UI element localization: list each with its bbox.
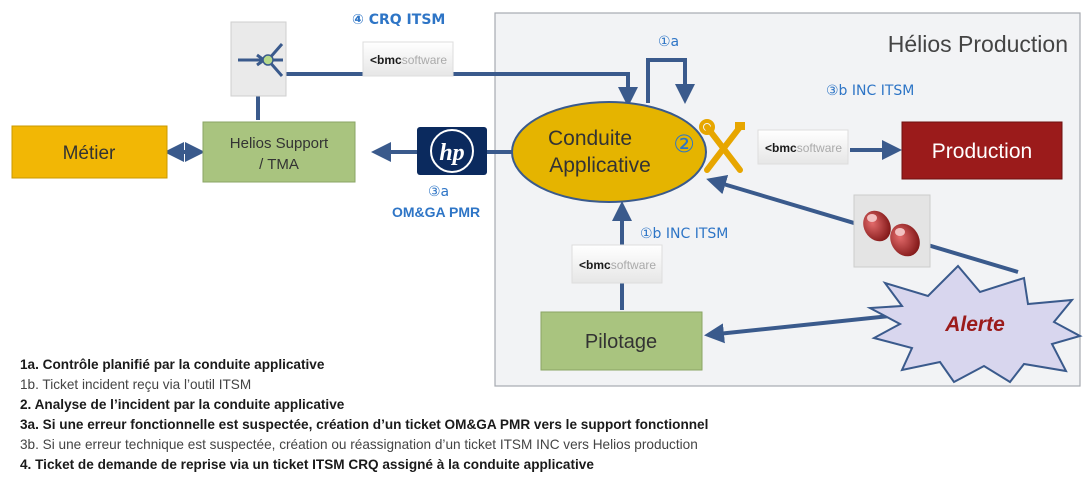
legend-item: 4. Ticket de demande de reprise via un t…: [20, 457, 594, 472]
legend-list: 1a. Contrôle planifié par la conduite ap…: [20, 355, 1080, 475]
tools-icon: [699, 119, 745, 173]
production-box: [901, 121, 1063, 180]
hp-logo: hp: [417, 127, 487, 175]
label-inc-to-production: ③b INC ITSM: [826, 83, 914, 99]
bmc-logo-production: <bmcsoftware: [757, 129, 849, 165]
hp-logo-text: hp: [439, 140, 464, 166]
label-crq-itsm: ④ CRQ ITSM: [352, 12, 445, 28]
legend-item: 2. Analyse de l’incident par la conduite…: [20, 397, 345, 412]
legend-item: 1b. Ticket incident reçu via l’outil ITS…: [20, 377, 252, 392]
bmc-logo-pilotage: <bmcsoftware: [571, 244, 663, 284]
pilotage-box: [540, 311, 703, 371]
support-box: [202, 121, 356, 183]
bmc-logo-crq: <bmcsoftware: [362, 41, 454, 77]
pilotage-label: Pilotage: [585, 331, 657, 353]
svg-text:<bmcsoftware: <bmcsoftware: [765, 141, 842, 155]
arrow-self-loop: [646, 58, 695, 104]
conduite-label-line1: Conduite: [548, 127, 632, 150]
svg-text:<bmcsoftware: <bmcsoftware: [370, 53, 447, 67]
legend-item: 3b. Si une erreur technique est suspecté…: [20, 437, 698, 452]
legend-item: 3a. Si une erreur fonctionnelle est susp…: [20, 417, 709, 432]
metier-box: [11, 125, 168, 179]
label-hp-marker: ③a: [428, 184, 449, 200]
label-self-loop: ①a: [658, 34, 679, 50]
label-inc-from-pilotage: ①b INC ITSM: [640, 226, 728, 242]
support-label-line2: / TMA: [259, 156, 299, 173]
router-icon: [230, 21, 287, 97]
alerte-label: Alerte: [944, 313, 1005, 336]
conduite-applicative-node: [511, 101, 707, 203]
arrow-alerte-pilotage: [704, 314, 891, 344]
legend-item: 1a. Contrôle planifié par la conduite ap…: [20, 357, 325, 372]
production-label: Production: [932, 140, 1032, 163]
metier-label: Métier: [63, 143, 116, 164]
step-2-marker: ②: [673, 130, 695, 158]
svg-text:<bmcsoftware: <bmcsoftware: [579, 258, 656, 272]
conduite-label-line2: Applicative: [549, 154, 651, 177]
label-omga-pmr: OM&GA PMR: [392, 204, 480, 220]
region-title: Hélios Production: [888, 31, 1068, 57]
support-label-line1: Helios Support: [230, 135, 329, 152]
binoculars-icon: [853, 194, 931, 268]
alerte-burst: [866, 264, 1083, 384]
